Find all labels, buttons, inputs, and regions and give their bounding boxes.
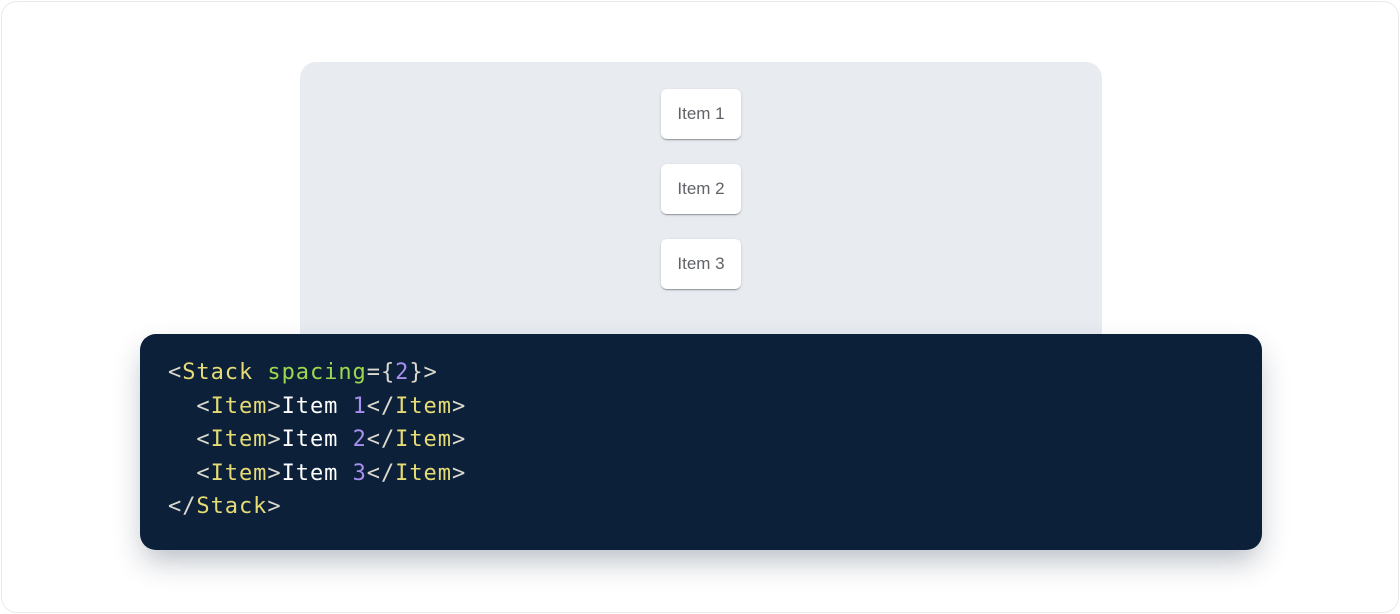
stack-item: Item 3 (661, 239, 741, 289)
code-content: <Stack spacing={2}> <Item>Item 1</Item> … (168, 360, 467, 519)
stack-item: Item 2 (661, 164, 741, 214)
stack-demo-panel: Item 1 Item 2 Item 3 (300, 62, 1102, 372)
code-block: <Stack spacing={2}> <Item>Item 1</Item> … (140, 334, 1262, 550)
stack-item: Item 1 (661, 89, 741, 139)
stack-container: Item 1 Item 2 Item 3 (300, 62, 1102, 289)
